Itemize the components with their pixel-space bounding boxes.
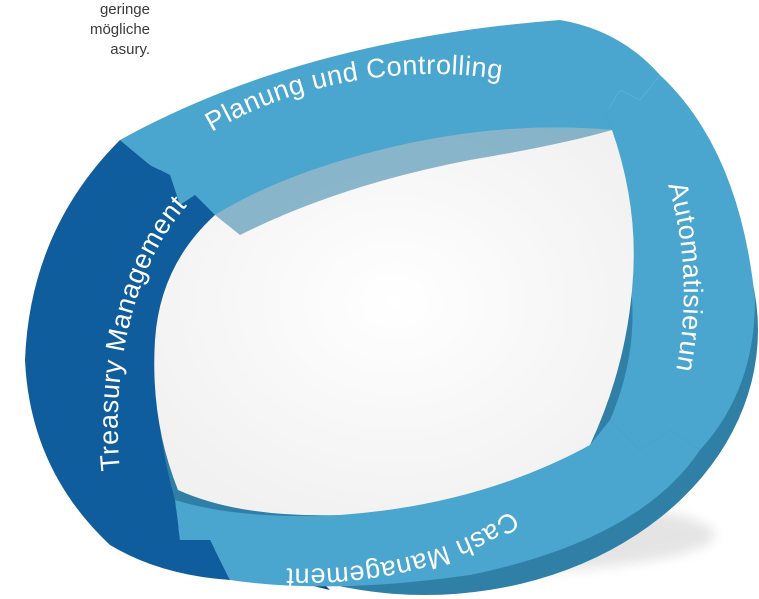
segment-treasury: [25, 140, 230, 580]
intro-line-3: asury.: [110, 41, 150, 58]
segment-automatisierung: [605, 75, 755, 450]
segment-cash: [175, 420, 700, 587]
segment-planung: [120, 20, 660, 215]
intro-line-1: geringe: [99, 1, 150, 18]
intro-line-2: mögliche: [89, 21, 150, 38]
ring-segments: [25, 20, 755, 587]
ring-hole: [154, 127, 634, 516]
intro-text: geringe mögliche asury.: [0, 0, 150, 60]
